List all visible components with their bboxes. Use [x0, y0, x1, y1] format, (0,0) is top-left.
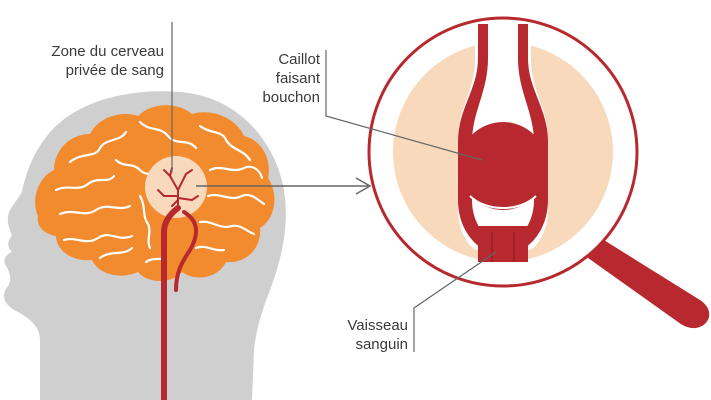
clot-label: Caillot faisant bouchon — [240, 50, 320, 107]
clot-label-line-2: faisant — [240, 69, 320, 88]
vessel-label: Vaisseau sanguin — [320, 316, 408, 354]
vessel-label-line-1: Vaisseau — [320, 316, 408, 335]
clot-label-line-3: bouchon — [240, 88, 320, 107]
vessel-label-line-2: sanguin — [320, 335, 408, 354]
brain-zone-label-line-1: Zone du cerveau — [16, 42, 164, 61]
clot-label-line-1: Caillot — [240, 50, 320, 69]
magnifying-glass-icon — [369, 18, 709, 328]
brain-zone-label-line-2: privée de sang — [16, 61, 164, 80]
brain-zone-label: Zone du cerveau privée de sang — [16, 42, 164, 80]
vessel-lower — [478, 226, 528, 262]
